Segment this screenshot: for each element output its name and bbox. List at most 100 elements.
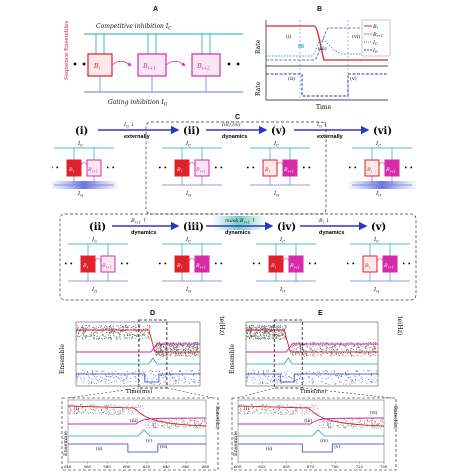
zoom-rate-ylabel: Rate(Hz): [392, 406, 399, 429]
b-i-label: Bi: [82, 263, 88, 270]
ellipsis: • •: [158, 261, 167, 268]
ellipsis: • •: [106, 165, 115, 172]
zoom-mark: (vi): [160, 443, 168, 450]
svg-text:Bi: Bi: [93, 62, 101, 72]
panel-label-b: B: [317, 6, 323, 13]
ellipsis: • •: [402, 261, 411, 268]
node-b-i1: [288, 255, 304, 273]
zoom-dots: [238, 404, 385, 429]
svg-text:Bi: Bi: [372, 24, 378, 30]
zoom-tick-label: 675: [307, 464, 315, 469]
zoom-mark: (vi): [370, 409, 378, 416]
node-b-i: [364, 159, 380, 177]
panel-label-d: D: [150, 310, 156, 317]
zoom-tick-label: 600: [123, 464, 131, 469]
arrow-top-label: IG ↑: [316, 122, 328, 129]
node-b-i1: [282, 159, 298, 177]
rate-trace-ig: [76, 373, 200, 383]
step-label: (ii): [89, 222, 106, 233]
node-group-2: Bi+1: [137, 34, 186, 92]
zoom-mark: (v): [334, 443, 340, 450]
step-label: (iii): [183, 222, 204, 233]
zoom-tick-label: 750: [380, 464, 388, 469]
step-label: (v): [271, 126, 286, 137]
competitive-label: Competitive inhibition IC: [96, 23, 172, 32]
zoom-frame: [231, 397, 397, 471]
zoom-frame: [61, 397, 219, 471]
zoom-tick-label: 725: [356, 464, 364, 469]
svg-text:IG: IG: [372, 48, 378, 54]
b-i-label: Bi: [364, 263, 370, 270]
ic-label: IC: [77, 141, 83, 148]
zoom-tick-label: 650: [283, 464, 291, 469]
time-xlabel: Time(ms): [300, 388, 326, 395]
node-b-i1: [384, 159, 400, 177]
ic-label: IC: [185, 141, 191, 148]
rate-trace-ic: [246, 357, 378, 365]
zoom-rate-ylabel: Rate(Hz): [214, 406, 221, 429]
ellipsis: • •: [346, 261, 355, 268]
zoom-box: [273, 319, 303, 389]
zoom-trace-bi: [237, 405, 385, 427]
rate-trace-bi: [246, 329, 378, 353]
panel-label-a: A: [153, 6, 159, 13]
arrow-label: dynamics: [222, 134, 247, 140]
ellipsis: • •: [64, 261, 73, 268]
panel-a-diagram: Sequence Ensembles Competitive inhibitio…: [64, 21, 243, 108]
b-i-label: Bi: [366, 167, 372, 174]
ic-label: IC: [279, 237, 285, 244]
gating-label: Gating inhibition IG: [108, 99, 168, 108]
ig-label: IG: [77, 191, 83, 198]
ig-label: IG: [185, 191, 191, 198]
ellipsis: • •: [308, 261, 317, 268]
arrow-label: dynamics: [319, 230, 344, 236]
b-i1-label: Bi+1: [289, 263, 300, 270]
b-legend: Bi Bi+1 IC IG: [361, 19, 391, 57]
ellipsis: • •: [120, 261, 129, 268]
node-b-i: [66, 159, 82, 177]
rate-trace-bi: [76, 329, 200, 353]
zoom-mark: (iii): [304, 417, 312, 424]
zoom-mark: (ii): [96, 445, 103, 452]
ic-label: IC: [273, 141, 279, 148]
ig-label: IG: [279, 287, 285, 294]
b-i1-label: Bi+1: [383, 263, 394, 270]
zoom-tick-label: 540: [64, 464, 72, 469]
b-xlabel: Time: [316, 104, 332, 111]
node-group-3: Bi+2: [191, 34, 221, 92]
zoom-tick-label: 625: [258, 464, 266, 469]
curve-ig: [266, 73, 388, 97]
arrow-label: externally: [124, 134, 151, 140]
zoom-tick-label: 560: [84, 464, 92, 469]
arrow-top-label: (iii),(iv): [222, 121, 241, 128]
zoom-mark: (v): [146, 437, 152, 444]
panel-d-plot: EnsembleRate(Hz)Time(ms)EnsembleRate(Hz)…: [59, 316, 225, 471]
node-b-i1: [382, 255, 398, 273]
zoom-mark: (iii): [130, 417, 138, 424]
zoom-tick-label: 680: [202, 464, 210, 469]
b-i-label: Bi: [270, 263, 276, 270]
ig-label: IG: [91, 287, 97, 294]
step-label: (i): [75, 126, 88, 137]
ellipsis-left: • •: [72, 60, 87, 71]
b-i1-label: Bi+1: [87, 167, 98, 174]
node-b-i: [268, 255, 284, 273]
panel-label-e: E: [318, 310, 323, 317]
zoom-ylabel: Ensemble: [233, 431, 239, 456]
step-label: (ii): [183, 126, 200, 137]
arrow-label: dynamics: [131, 230, 156, 236]
b-i1-label: Bi+1: [195, 263, 206, 270]
rate-ylabel: Rate(Hz): [396, 316, 403, 335]
side-label: Sequence Ensembles: [64, 21, 70, 80]
b-i1-label: Bi+1: [195, 167, 206, 174]
ellipsis-right: • •: [226, 60, 241, 71]
zoom-mark: (i): [244, 405, 249, 412]
ic-label: IC: [185, 237, 191, 244]
node-b-i1: [194, 159, 210, 177]
node-b-i: [262, 159, 278, 177]
ig-label: IG: [375, 191, 381, 198]
